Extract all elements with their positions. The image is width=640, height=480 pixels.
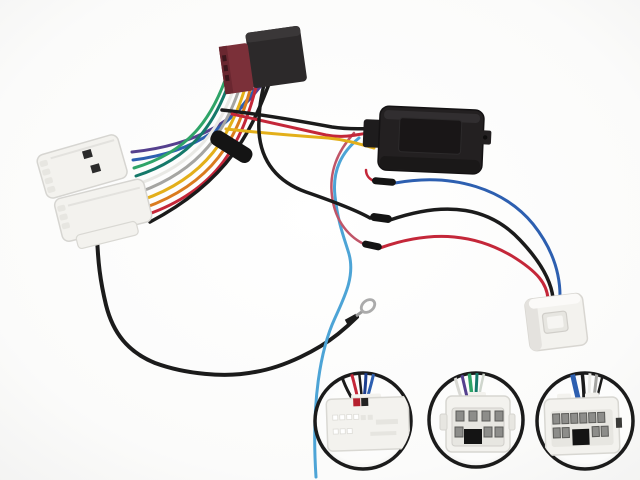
- inset2-latch-slot: [464, 429, 482, 444]
- inset2-connector: [439, 392, 516, 453]
- connector-pin: [481, 410, 491, 422]
- upper-shell: [36, 134, 128, 199]
- box-label-recess: [398, 117, 463, 155]
- pin-hole: [332, 414, 339, 421]
- connector-pin: [588, 412, 597, 424]
- ground-wire: [95, 234, 359, 377]
- shell-rib: [39, 159, 49, 167]
- patch-wire-blue: [393, 178, 562, 298]
- inset-8pin-socket: [427, 371, 525, 469]
- inset2-side-tab: [439, 413, 448, 431]
- pin-hole: [353, 413, 360, 420]
- connector-pin: [561, 412, 570, 425]
- ring-terminal: [344, 298, 377, 325]
- inset1-black-crimp: [361, 397, 369, 407]
- iso-pin-slot: [224, 74, 230, 82]
- pin-hole: [346, 414, 353, 421]
- inset-1-content: [325, 373, 411, 452]
- shell-crease: [50, 139, 115, 160]
- wire-red: [144, 77, 260, 217]
- pin-hole: [339, 428, 346, 435]
- inset3-wire-black: [580, 373, 586, 400]
- light-blue-wire: [313, 136, 361, 479]
- connector-pin: [579, 412, 588, 424]
- latch-hole: [81, 148, 93, 160]
- vehicle-connector: [36, 134, 153, 250]
- pin-hole: [332, 428, 339, 435]
- iso-pin-slot: [223, 64, 229, 72]
- ring-eyelet: [359, 298, 377, 314]
- lower-shell-lip: [75, 220, 139, 250]
- wire-grey: [138, 75, 245, 194]
- inset3-connector: [543, 392, 623, 456]
- shell-rib: [57, 204, 66, 212]
- iso-pin-slot: [221, 54, 227, 62]
- patch-wire-red: [378, 234, 550, 301]
- box-ear-hole: [482, 135, 488, 140]
- pin-hole: [346, 428, 353, 435]
- connector-pin: [600, 425, 609, 437]
- wire-yellow: [140, 76, 250, 202]
- connector-pin: [468, 410, 478, 422]
- molding-mark: [375, 418, 399, 425]
- connector-pin: [591, 425, 600, 438]
- inset3-side-notch: [615, 417, 623, 428]
- inset-vehicle-plug: [313, 371, 413, 471]
- inset-2-content: [439, 373, 516, 453]
- splice-sleeve-black: [370, 213, 392, 223]
- interface-box: [362, 105, 492, 175]
- shell-rib: [44, 177, 53, 185]
- connector-pin: [494, 410, 504, 422]
- shell-rib: [59, 213, 68, 221]
- connector-pin: [454, 426, 464, 438]
- latch-hole: [90, 163, 102, 174]
- splice-sleeve-red: [362, 240, 382, 251]
- pin-hole-faint: [367, 414, 373, 420]
- iso-speaker-block: [245, 25, 307, 89]
- patch-latch-tab: [541, 310, 569, 334]
- inset-12pin-plug: [535, 371, 635, 471]
- vehicle-connector-upper: [36, 134, 128, 199]
- vehicle-connector-lower: [53, 178, 153, 250]
- shell-rib: [47, 185, 56, 193]
- connector-pin: [552, 427, 561, 439]
- box-feed-black: [220, 108, 374, 131]
- shell-rib: [61, 222, 70, 230]
- iso-black-loop: [257, 74, 372, 220]
- ring-crimp-sleeve: [344, 313, 359, 325]
- connector-pin: [455, 410, 465, 422]
- connector-pin: [597, 411, 606, 423]
- shell-rib: [42, 168, 51, 176]
- wire-orange: [142, 77, 255, 210]
- shell-crease: [67, 186, 141, 207]
- inset2-side-tab: [508, 413, 516, 431]
- box-feed-yellow: [224, 127, 376, 150]
- pink-wire: [330, 131, 368, 247]
- molding-mark: [370, 430, 397, 436]
- inset3-latch-slot: [572, 428, 590, 446]
- connector-pin: [570, 412, 579, 424]
- splice-sleeve-bundle: [210, 130, 253, 164]
- connector-pin: [494, 426, 504, 438]
- pin-hole-faint: [360, 415, 366, 421]
- inset1-connector: [325, 393, 411, 452]
- connector-pin: [561, 426, 570, 439]
- patch-connector: [524, 292, 589, 352]
- inset1-red-crimp: [353, 398, 361, 407]
- pin-hole: [339, 414, 346, 421]
- connector-pin: [483, 426, 493, 438]
- splice-sleeve-blue: [371, 177, 396, 186]
- connector-pin: [552, 413, 561, 425]
- patch-wire-black: [388, 207, 555, 300]
